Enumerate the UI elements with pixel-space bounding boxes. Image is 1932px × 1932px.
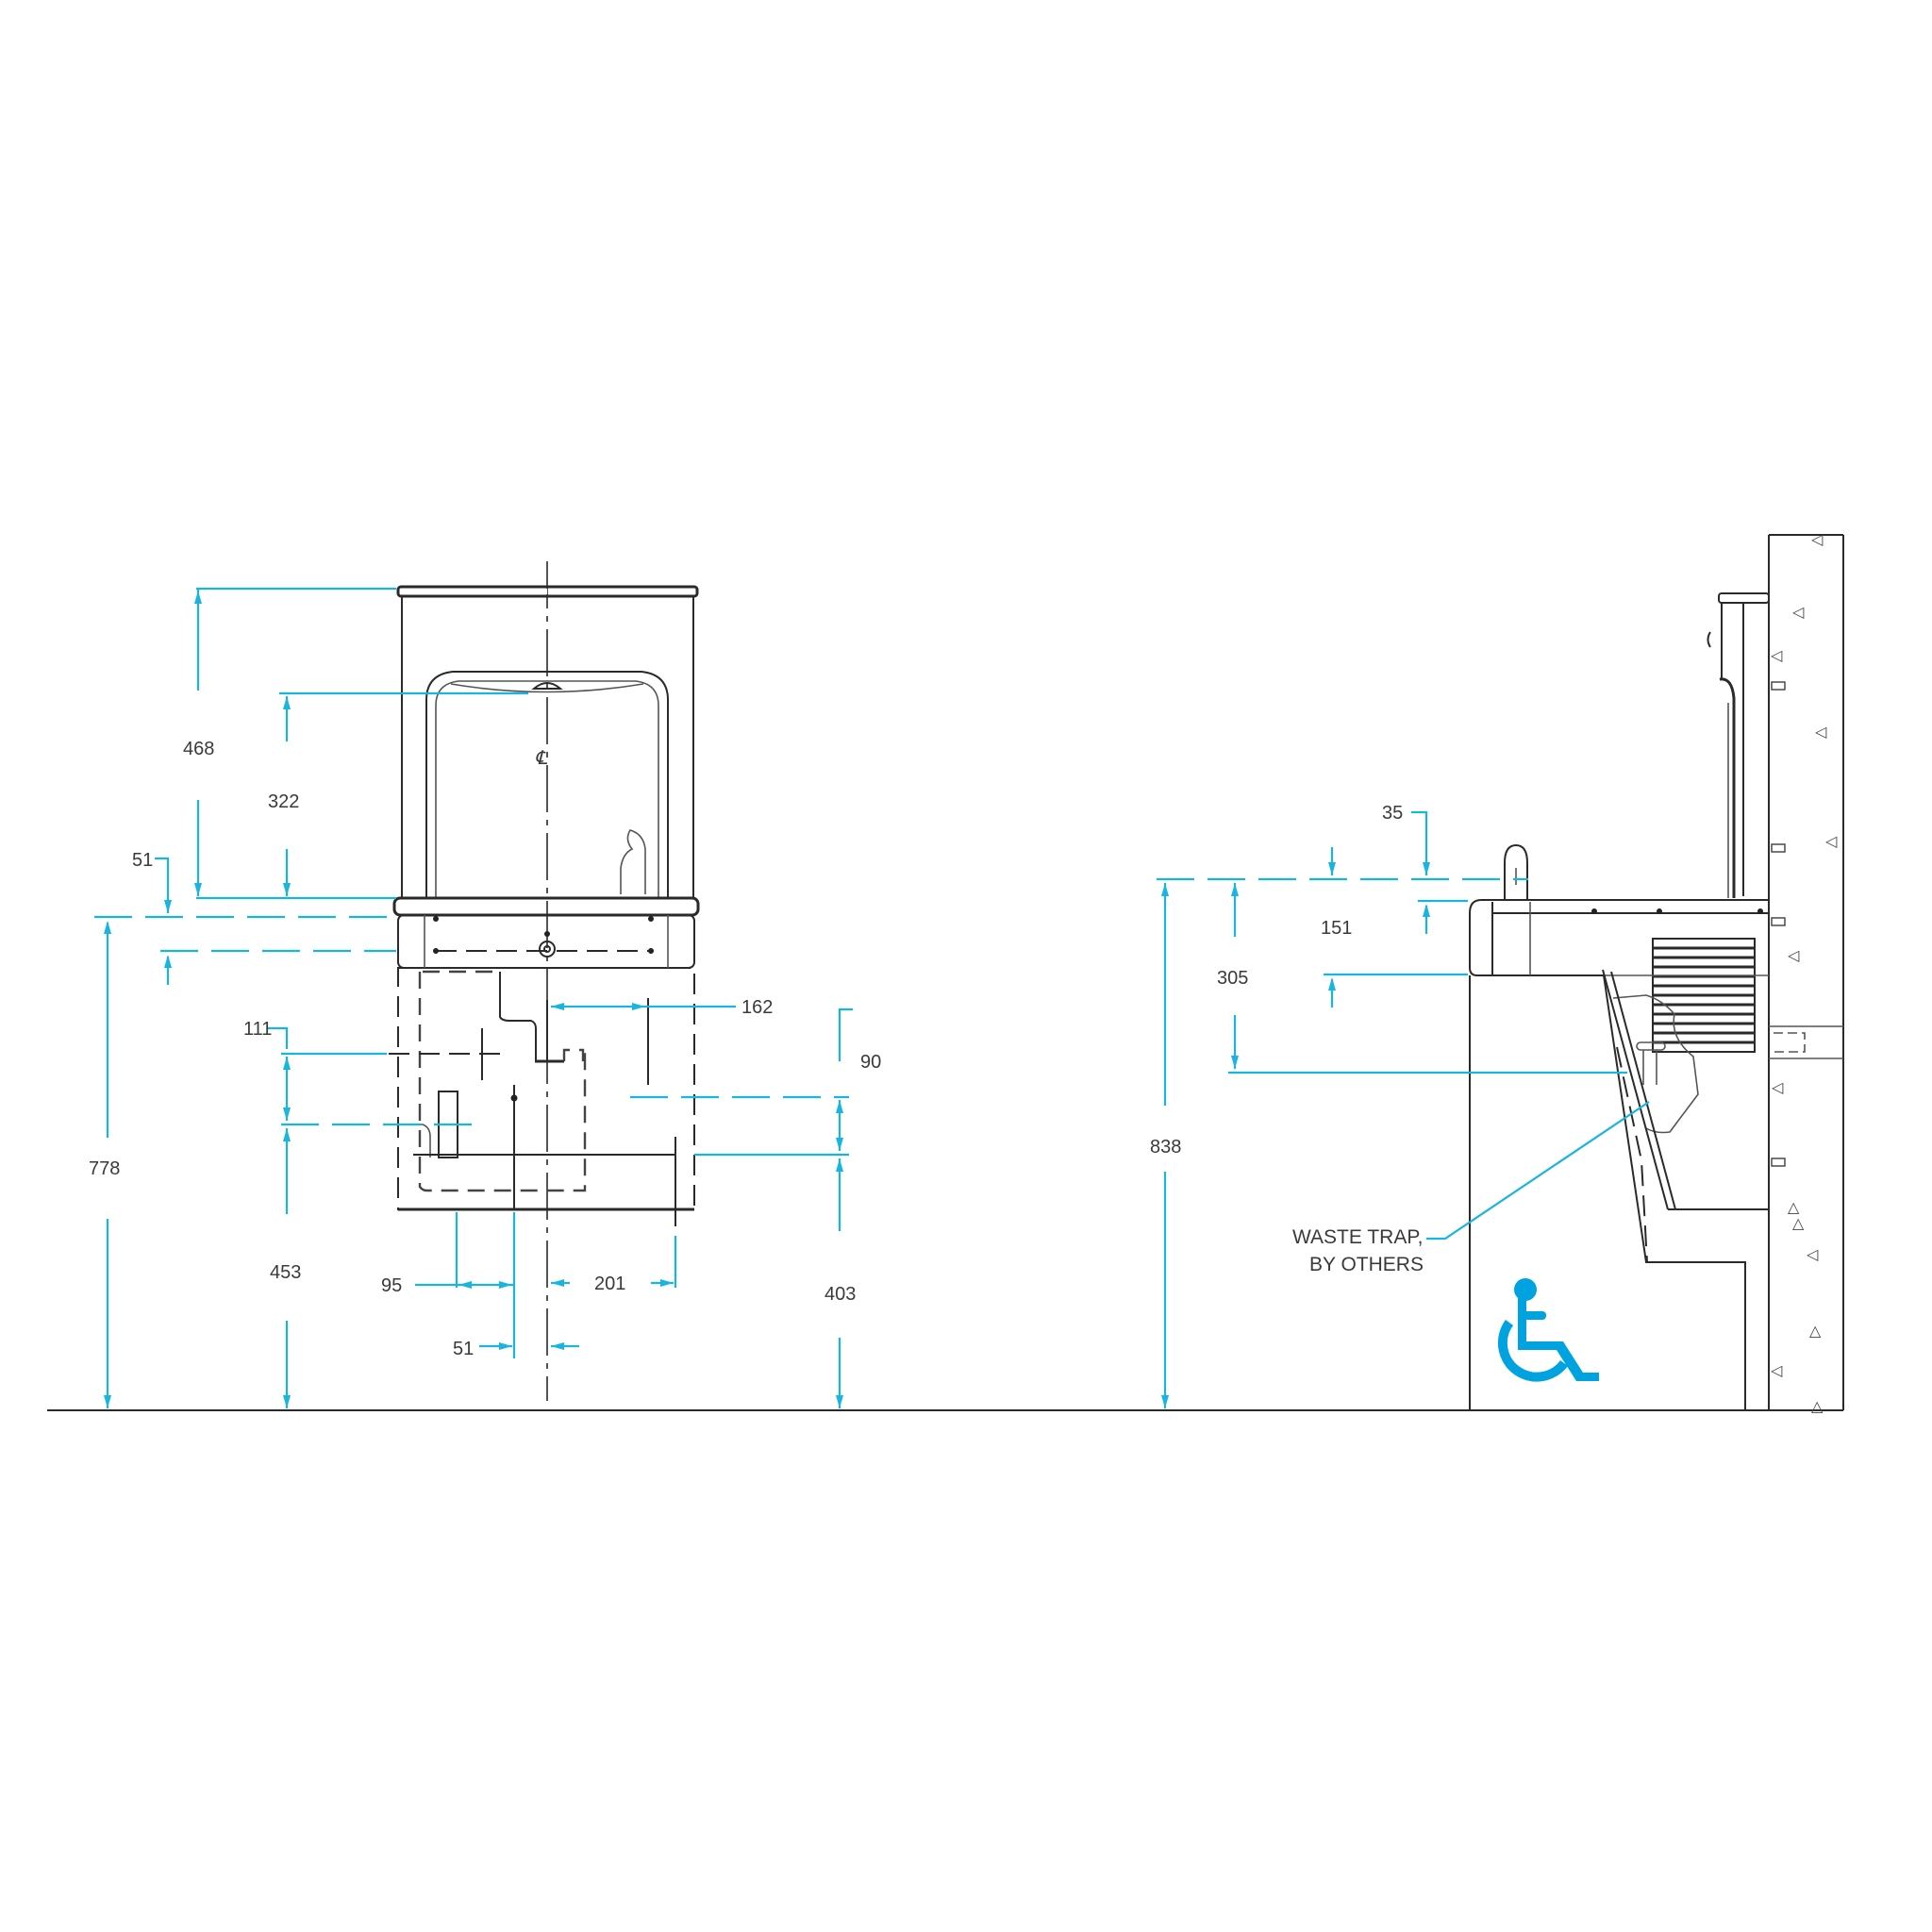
side-view: ◁◁◁ ◁◁◁ ◁△△ ◁△◁ △: [1469, 530, 1844, 1415]
basin-top: [1469, 899, 1769, 914]
bottle-filler-arch: [425, 671, 669, 898]
dim-90: 90: [860, 1052, 881, 1073]
waste-trap-leader: [1426, 1101, 1650, 1241]
bubbler-side: [1504, 843, 1528, 900]
dim-201: 201: [594, 1274, 625, 1294]
waste-trap: [1612, 994, 1699, 1134]
lower-cabinet: [397, 967, 695, 1210]
dim-468: 468: [183, 739, 214, 759]
svg-text:◁: ◁: [1810, 530, 1824, 548]
svg-text:◁: ◁: [1770, 646, 1783, 664]
svg-text:◁: ◁: [1806, 1245, 1819, 1263]
concrete-hatch: ◁◁◁ ◁◁◁ ◁△△ ◁△◁ △: [1770, 530, 1838, 1415]
svg-text:◁: ◁: [1770, 1361, 1783, 1379]
svg-text:△: △: [1792, 1214, 1805, 1232]
svg-text:◁: ◁: [1791, 603, 1805, 621]
waste-trap-label-line1: WASTE TRAP,: [1292, 1226, 1423, 1248]
svg-text:◁: ◁: [1824, 832, 1838, 850]
dim-51-top: 51: [132, 850, 153, 871]
dim-403: 403: [824, 1284, 856, 1305]
dim-322: 322: [268, 791, 299, 812]
push-button: [539, 941, 556, 958]
side-view-dimensions: 35 151 305 838 WASTE TRAP, BY OTHERS: [1150, 803, 1650, 1408]
top-cap: [396, 585, 699, 598]
dim-838: 838: [1150, 1137, 1181, 1158]
svg-text:◁: ◁: [1814, 723, 1827, 741]
centerline-symbol: ℄: [535, 748, 548, 769]
waste-trap-label-line2: BY OTHERS: [1309, 1254, 1424, 1275]
dim-35: 35: [1382, 803, 1403, 824]
front-view: ℄: [389, 561, 700, 1401]
chiller-louvers: [1652, 938, 1756, 1053]
dim-453: 453: [270, 1262, 301, 1283]
dim-162: 162: [741, 997, 773, 1018]
dimension-arrowheads: [104, 591, 1430, 1408]
front-view-dimensions: 468 322 51 778 162 111 453 90: [89, 587, 881, 1408]
svg-text:△: △: [1811, 1397, 1824, 1415]
dim-305: 305: [1217, 968, 1248, 989]
dim-778: 778: [89, 1158, 120, 1179]
basin-rim: [392, 896, 700, 917]
wheelchair-icon: [1497, 1278, 1599, 1382]
svg-text:△: △: [1809, 1322, 1822, 1340]
dim-151: 151: [1321, 918, 1352, 939]
dim-95: 95: [381, 1275, 402, 1296]
filler-tower-cap: [1718, 592, 1770, 604]
dim-51-bottom: 51: [453, 1339, 474, 1359]
svg-text:◁: ◁: [1787, 946, 1800, 964]
dim-111: 111: [243, 1019, 272, 1040]
svg-text:△: △: [1788, 1198, 1800, 1216]
bubbler-front: [620, 829, 646, 894]
svg-text:◁: ◁: [1771, 1078, 1784, 1096]
